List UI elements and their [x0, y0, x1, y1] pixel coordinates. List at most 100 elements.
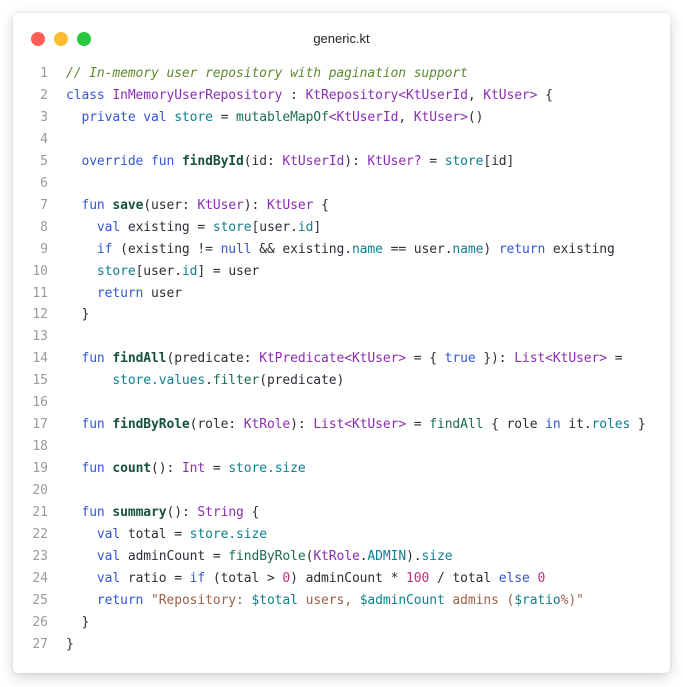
token-plain: [66, 286, 97, 301]
token-plain: ]: [313, 219, 322, 235]
token-plain: (predicate:: [166, 351, 260, 367]
token-plain: [66, 505, 81, 520]
token-kw: val: [96, 219, 121, 235]
token-prop: store.values: [112, 373, 206, 389]
code-text: fun findAll(predicate: KtPredicate<KtUse…: [66, 348, 622, 370]
token-tmpl: $total: [251, 592, 298, 608]
line-number: 24: [32, 570, 48, 586]
code-text: }: [66, 612, 89, 634]
token-str: users,: [297, 592, 360, 608]
token-str: "Repository:: [151, 592, 252, 608]
code-line: 9 if (existing != null && existing.name …: [13, 239, 670, 261]
code-text: return user: [66, 283, 182, 305]
code-line: 24 val ratio = if (total > 0) adminCount…: [13, 568, 670, 590]
code-editor[interactable]: 1// In-memory user repository with pagin…: [13, 63, 670, 656]
code-line: 5 override fun findById(id: KtUserId): K…: [13, 151, 670, 173]
line-number: 16: [32, 395, 48, 411]
code-text: val existing = store[user.id]: [66, 217, 321, 239]
token-plain: [66, 417, 81, 432]
code-line: 19 fun count(): Int = store.size: [13, 458, 670, 480]
token-type: KtPredicate<KtUser>: [259, 351, 407, 367]
code-line: 14 fun findAll(predicate: KtPredicate<Kt…: [13, 348, 670, 370]
token-plain: }: [66, 307, 90, 323]
line-number: 13: [32, 329, 48, 345]
token-str: %)": [560, 592, 584, 608]
token-plain: = {: [406, 351, 445, 367]
code-text: }: [66, 634, 74, 656]
token-kw: return: [96, 592, 144, 608]
token-plain: (user:: [143, 197, 198, 213]
token-plain: =: [205, 461, 229, 477]
token-plain: ).: [406, 548, 422, 564]
token-plain: :: [282, 87, 306, 103]
code-text: fun summary(): String {: [66, 502, 259, 524]
code-line: 7 fun save(user: KtUser): KtUser {: [13, 195, 670, 217]
token-prop: store: [444, 153, 484, 169]
token-num: 0: [282, 570, 291, 586]
token-type: KtUser: [266, 197, 314, 213]
token-plain: (existing !=: [112, 241, 221, 257]
line-number: 27: [32, 636, 48, 652]
window-title: generic.kt: [313, 31, 370, 46]
token-plain: (role:: [189, 417, 244, 433]
token-kw: if: [189, 570, 206, 586]
token-plain: [user.: [251, 219, 298, 235]
code-line: 12 }: [13, 304, 670, 326]
code-line: 1// In-memory user repository with pagin…: [13, 63, 670, 85]
line-number: 11: [32, 285, 48, 301]
line-number: 4: [40, 131, 48, 147]
token-plain: ):: [290, 417, 314, 433]
token-plain: == user.: [382, 241, 453, 257]
token-plain: =: [606, 351, 623, 367]
token-decl: findById: [181, 153, 244, 169]
token-comment: // In-memory user repository with pagina…: [66, 66, 468, 81]
code-line: 4: [13, 129, 670, 151]
token-plain: ) adminCount *: [290, 570, 407, 586]
title-bar: generic.kt: [13, 13, 670, 65]
token-plain: [user.: [135, 263, 182, 279]
code-text: store.values.filter(predicate): [66, 370, 344, 392]
token-kw: override fun: [81, 153, 175, 169]
token-plain: ):: [243, 197, 267, 213]
code-text: // In-memory user repository with pagina…: [66, 63, 468, 85]
line-number: 15: [32, 373, 48, 389]
token-plain: ] = user: [197, 263, 260, 279]
token-type: KtUser>: [413, 109, 468, 125]
token-kw: fun: [81, 461, 105, 477]
code-line: 26 }: [13, 612, 670, 634]
token-plain: [66, 264, 97, 279]
token-kw: return: [498, 241, 546, 257]
code-line: 3 private val store = mutableMapOf<KtUse…: [13, 107, 670, 129]
token-plain: [66, 110, 81, 125]
code-text: class InMemoryUserRepository : KtReposit…: [66, 85, 553, 107]
minimize-window-button[interactable]: [54, 32, 68, 46]
token-plain: }: [630, 417, 646, 433]
code-text: }: [66, 304, 89, 326]
line-number: 6: [40, 175, 48, 191]
token-plain: {: [243, 505, 260, 521]
token-call: filter: [212, 373, 260, 389]
token-prop: store: [174, 109, 213, 125]
token-plain: [66, 571, 97, 586]
code-text: private val store = mutableMapOf<KtUserI…: [66, 107, 483, 129]
editor-window: generic.kt 1// In-memory user repository…: [13, 13, 670, 673]
line-number: 12: [32, 307, 48, 323]
token-type: KtRepository<KtUserId: [305, 87, 468, 103]
token-plain: [66, 527, 97, 542]
token-kw: val: [96, 527, 121, 543]
token-plain: / total: [429, 570, 499, 586]
token-plain: {: [537, 87, 553, 103]
token-plain: ,: [467, 87, 484, 103]
zoom-window-button[interactable]: [77, 32, 91, 46]
code-line: 8 val existing = store[user.id]: [13, 217, 670, 239]
token-plain: }):: [475, 351, 515, 367]
token-kw: fun: [81, 417, 105, 433]
token-plain: (: [305, 548, 314, 564]
code-line: 15 store.values.filter(predicate): [13, 370, 670, 392]
token-plain: total =: [120, 527, 190, 543]
code-line: 10 store[user.id] = user: [13, 261, 670, 283]
token-plain: [66, 220, 97, 235]
token-plain: [66, 373, 112, 388]
close-window-button[interactable]: [31, 32, 45, 46]
line-number: 17: [32, 417, 48, 433]
